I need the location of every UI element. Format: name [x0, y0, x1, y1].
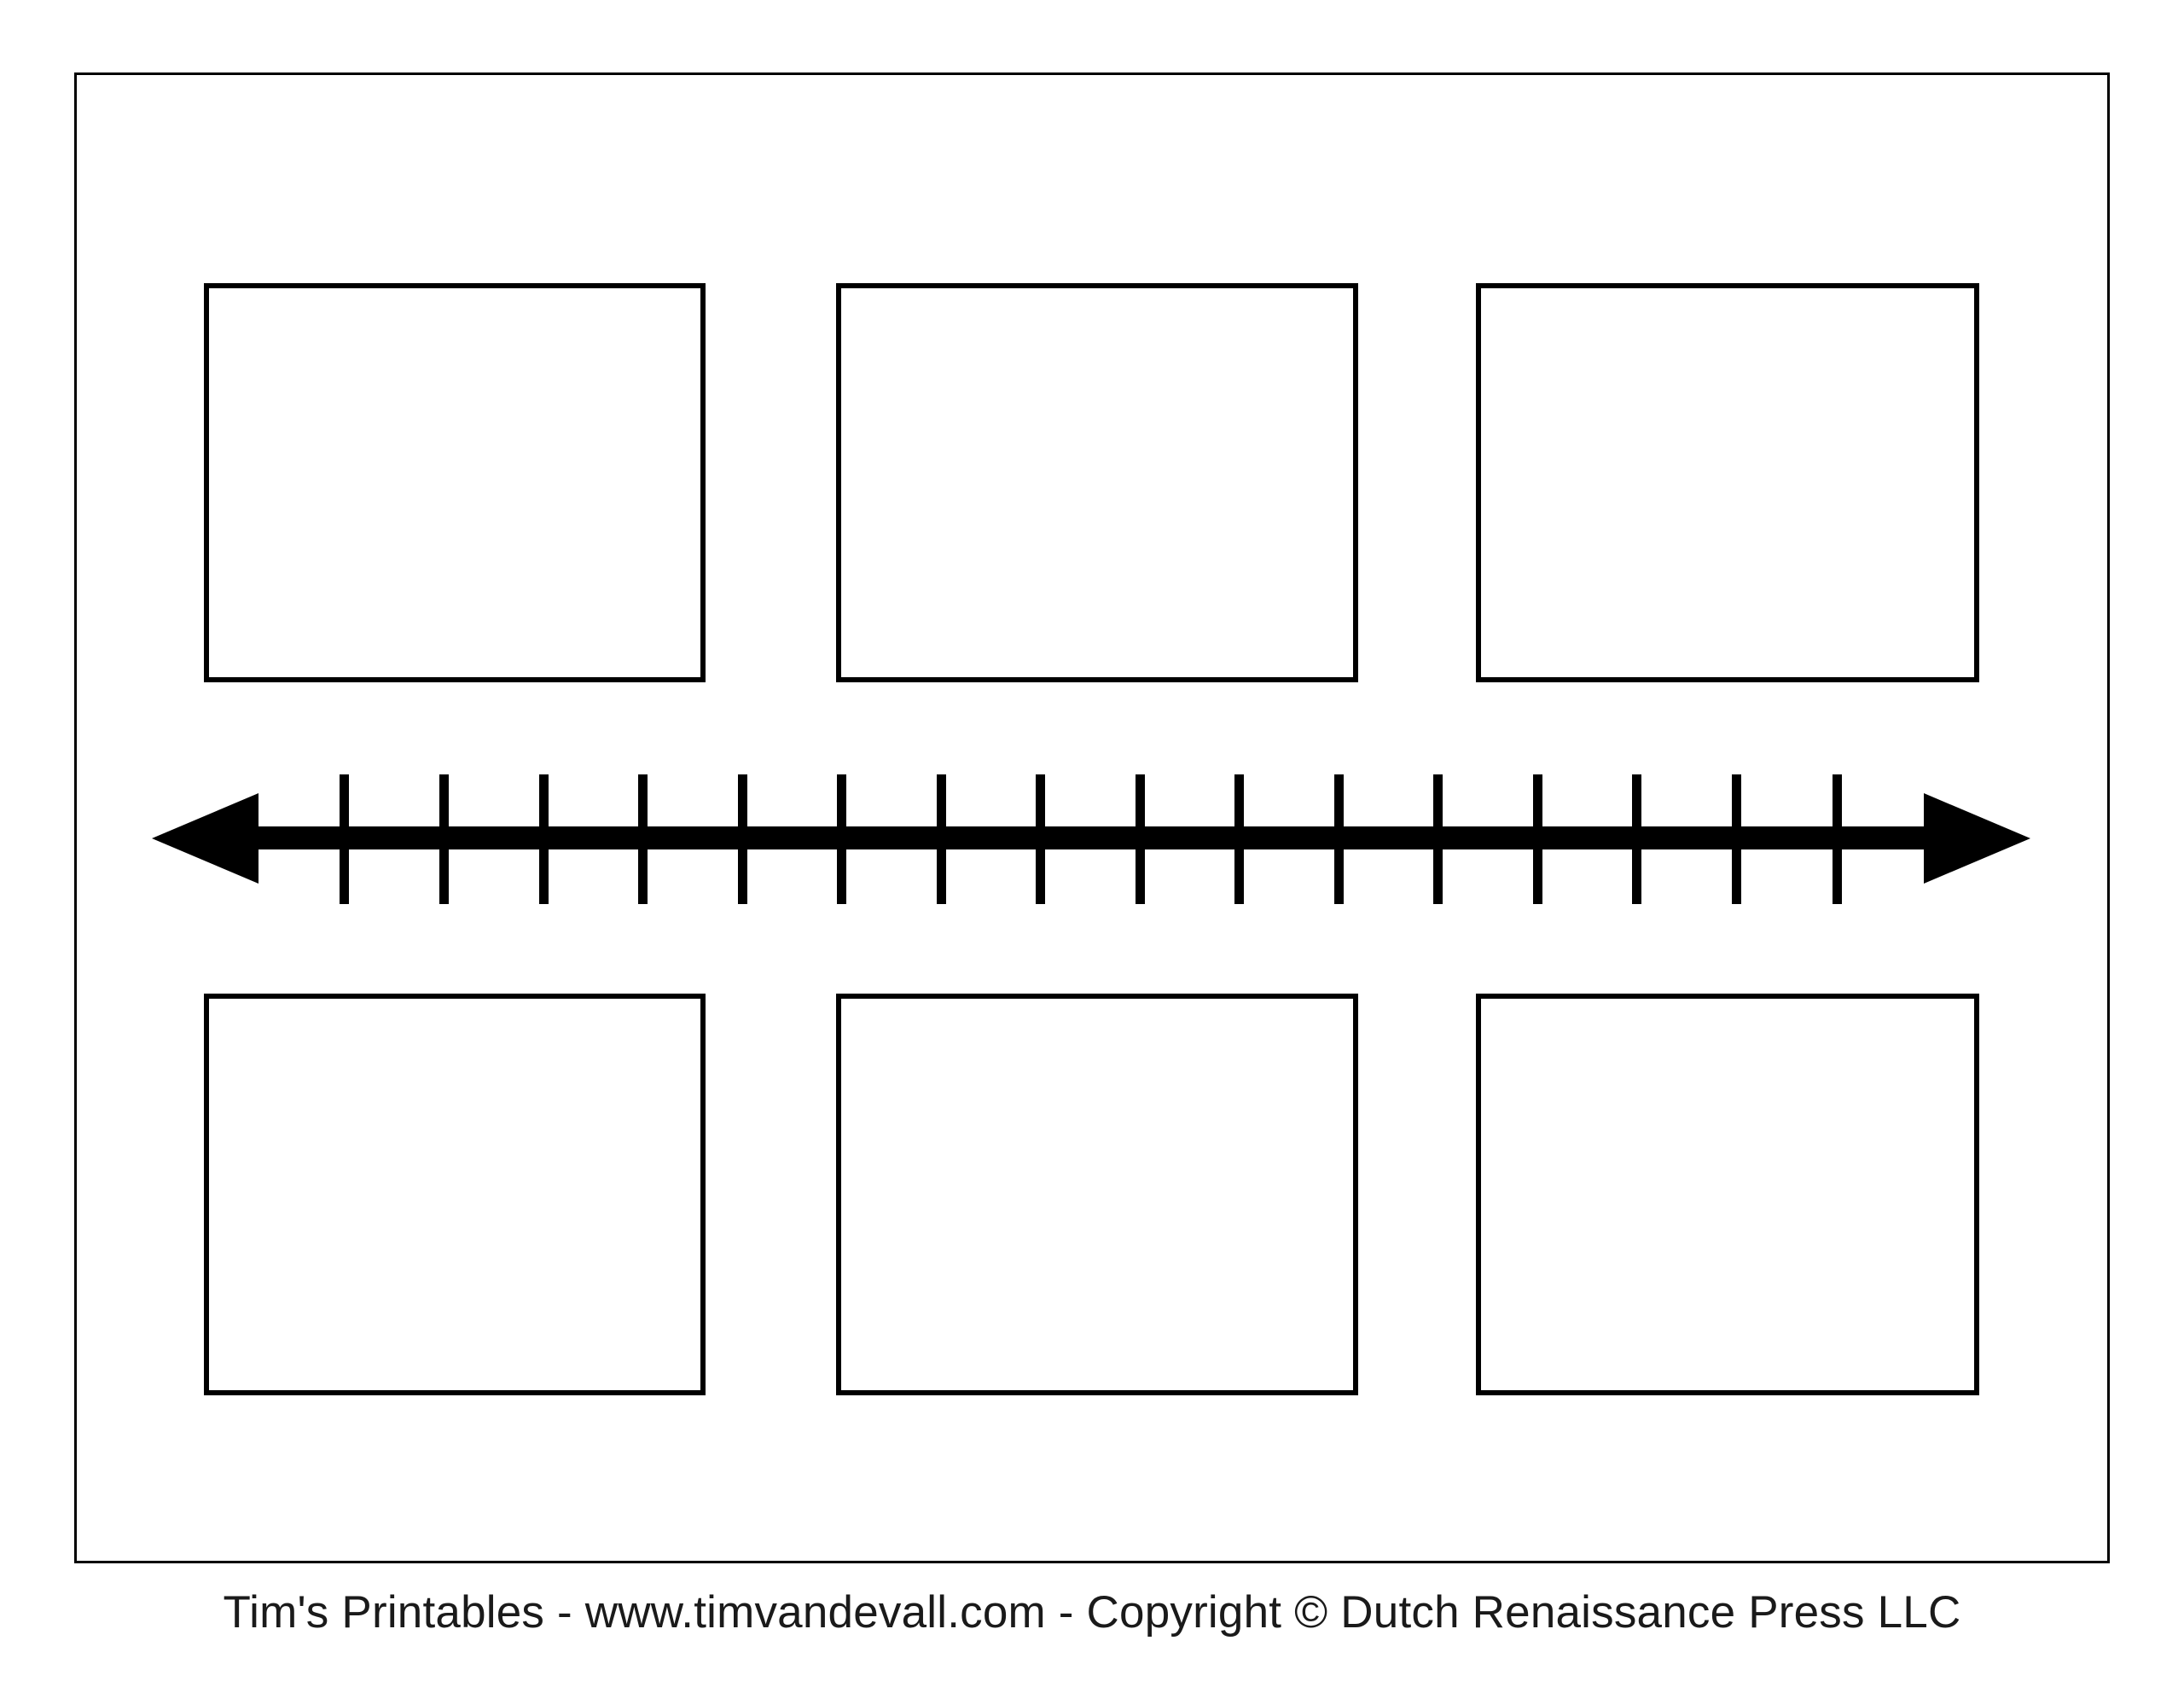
page-border: [74, 72, 2110, 1563]
answer-box-top-3[interactable]: [1476, 283, 1979, 682]
answer-box-top-1[interactable]: [204, 283, 706, 682]
answer-box-bottom-2[interactable]: [836, 994, 1358, 1395]
answer-box-top-2[interactable]: [836, 283, 1358, 682]
footer-credit: Tim's Printables - www.timvandevall.com …: [223, 1587, 1961, 1638]
answer-box-bottom-1[interactable]: [204, 994, 706, 1395]
answer-box-bottom-3[interactable]: [1476, 994, 1979, 1395]
